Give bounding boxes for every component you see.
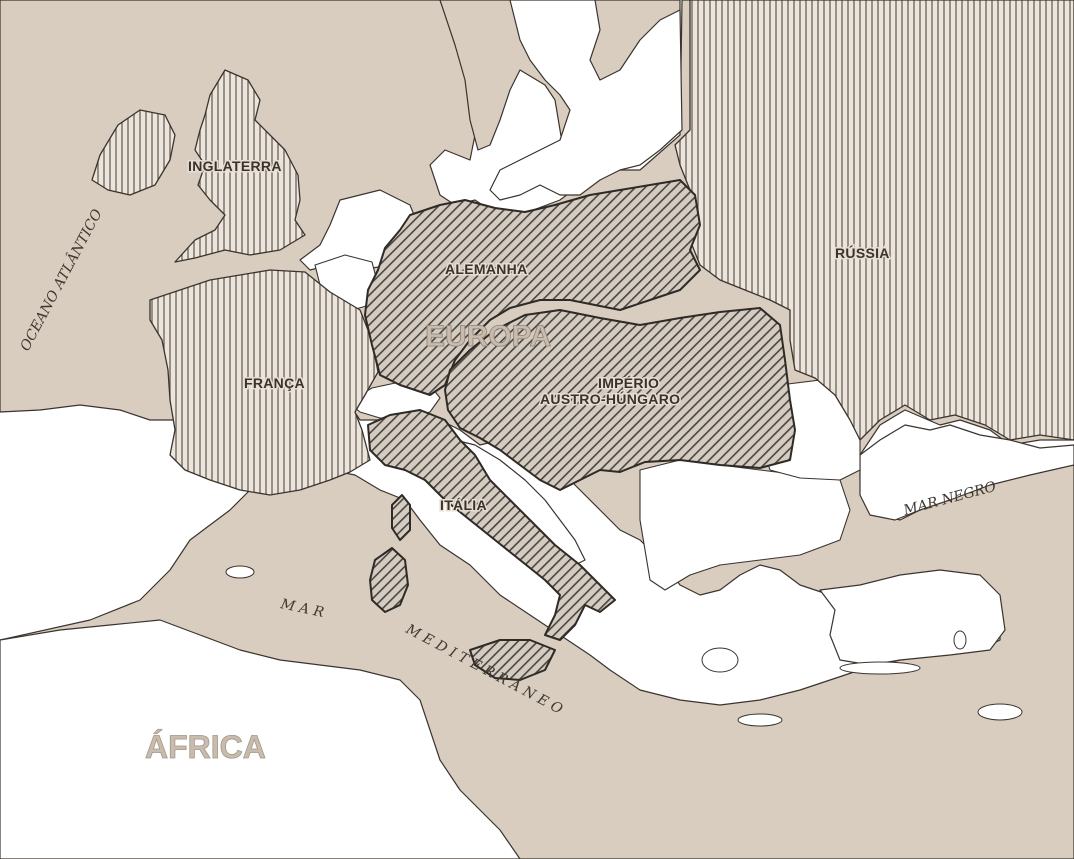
ireland-territory — [91, 109, 176, 196]
england-territory — [174, 69, 306, 263]
label-italia: ITÁLIA — [440, 497, 487, 513]
balearic-island — [225, 565, 255, 579]
small-island-b — [701, 647, 739, 673]
label-inglaterra: INGLATERRA — [188, 158, 282, 174]
label-franca: FRANÇA — [244, 375, 305, 391]
label-europa: EUROPA — [425, 320, 551, 353]
triple-entente — [91, 0, 1074, 496]
italy-territory — [367, 409, 616, 641]
africa-white-area — [0, 619, 521, 859]
label-russia: RÚSSIA — [835, 244, 890, 261]
crete-island — [839, 661, 921, 675]
sicily-territory — [469, 639, 556, 681]
baltic-sea — [489, 0, 683, 201]
rhodes-island — [953, 630, 967, 650]
label-imperio: IMPÉRIO — [598, 375, 659, 391]
small-island-a — [737, 713, 783, 727]
france-territory — [149, 269, 379, 496]
label-africa: ÁFRICA — [145, 729, 266, 765]
label-austro-hungaro: AUSTRO-HÚNGARO — [540, 390, 680, 407]
balkans-neutral — [639, 459, 851, 591]
triple-alliance — [364, 179, 796, 681]
sardinia-territory — [369, 547, 409, 613]
austria-hungary-territory — [444, 307, 796, 491]
germany-territory — [364, 179, 701, 396]
corsica-territory — [391, 494, 411, 541]
cyprus-island — [977, 703, 1023, 721]
small-islands — [225, 565, 1023, 727]
label-alemanha: ALEMANHA — [445, 261, 528, 277]
black-sea — [859, 424, 1074, 521]
